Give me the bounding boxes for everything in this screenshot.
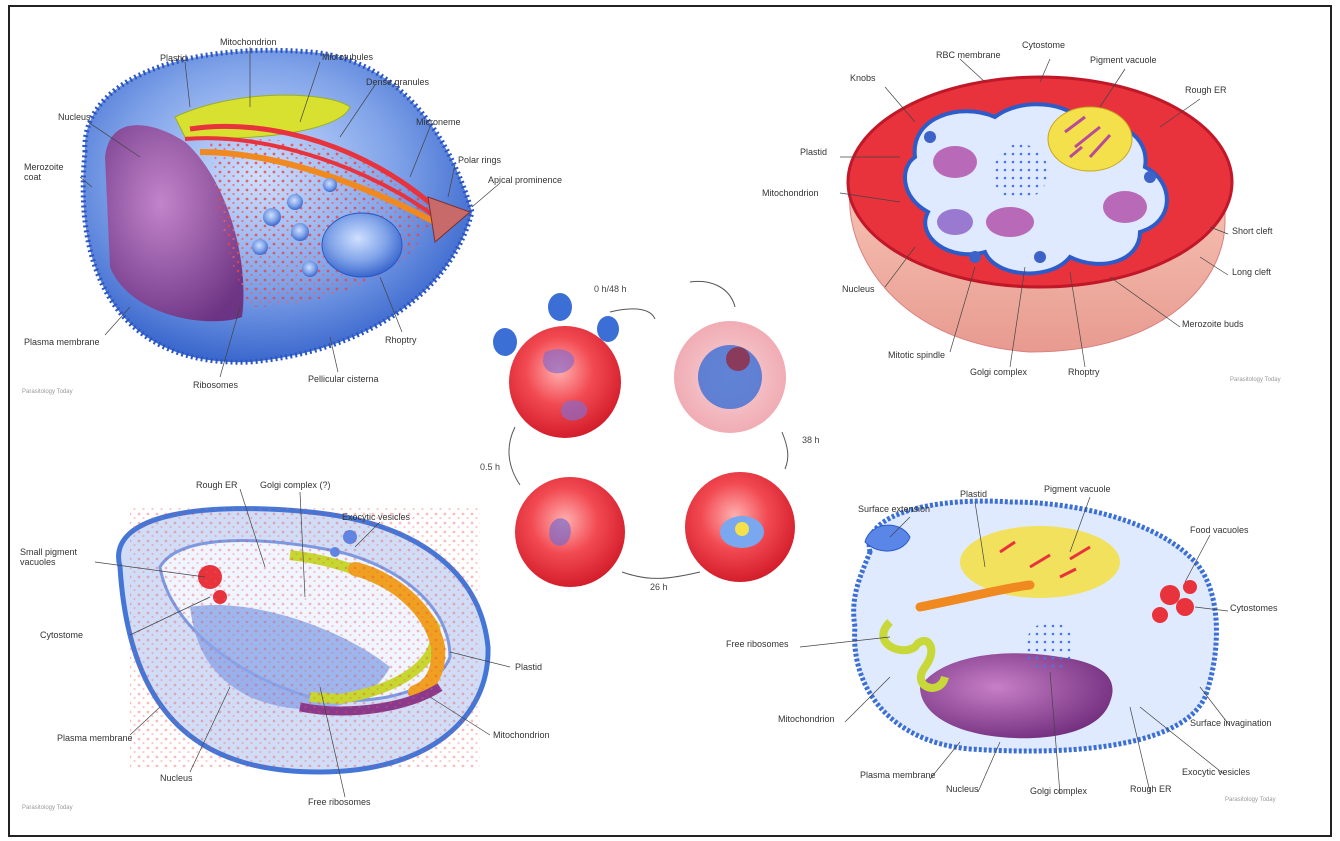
label-plastid: Plastid (515, 662, 542, 672)
cycle-time-0h-48h: 0 h/48 h (594, 284, 627, 294)
label-polar-rings: Polar rings (458, 155, 501, 165)
label-apical-prominence: Apical prominence (488, 175, 562, 185)
label-ribosomes: Ribosomes (193, 380, 238, 390)
label-golgi-complex: Golgi complex (970, 367, 1027, 377)
merozoite-illustration (83, 50, 472, 362)
label-long-cleft: Long cleft (1232, 267, 1271, 277)
credit-ring: Parasitology Today (22, 805, 73, 811)
cycle-rbc-invaded (509, 326, 621, 438)
label-surface-invagination: Surface invagination (1190, 718, 1272, 728)
label-dense-granules: Dense granules (366, 77, 429, 87)
cycle-time-0-5h: 0.5 h (480, 462, 500, 472)
cycle-merozoite (548, 293, 572, 321)
label-pigment-vacuole: Pigment vacuole (1090, 55, 1157, 65)
label-golgi-complex: Golgi complex (1030, 786, 1087, 796)
cycle-time-38h: 38 h (802, 435, 820, 445)
schizont-illustration (848, 77, 1232, 352)
label-plastid: Plastid (160, 53, 187, 63)
label-surface-extension: Surface extension (858, 504, 930, 514)
illustration-canvas (10, 7, 1330, 835)
label-nucleus: Nucleus (842, 284, 875, 294)
label-cytostomes: Cytostomes (1230, 603, 1278, 613)
label-nucleus: Nucleus (946, 784, 979, 794)
label-plasma-membrane: Plasma membrane (24, 337, 100, 347)
label-mitochondrion: Mitochondrion (778, 714, 835, 724)
label-food-vacuoles: Food vacuoles (1190, 525, 1249, 535)
label-rough-er: Rough ER (196, 480, 238, 490)
label-merozoite-coat: Merozoite coat (24, 162, 64, 182)
label-microneme: Microneme (416, 117, 461, 127)
label-exocytic-vesicles: Exocytic vesicles (342, 512, 410, 522)
label-plastid: Plastid (800, 147, 827, 157)
label-mitochondrion: Mitochondrion (762, 188, 819, 198)
credit-trophozoite: Parasitology Today (1225, 797, 1276, 803)
label-small-pigment-vacuoles: Small pigment vacuoles (20, 547, 77, 567)
label-mitotic-spindle: Mitotic spindle (888, 350, 945, 360)
ring-illustration (119, 507, 488, 772)
label-short-cleft: Short cleft (1232, 226, 1273, 236)
label-rhoptry: Rhoptry (385, 335, 417, 345)
schizont-pigment-vacuole (1048, 107, 1132, 171)
label-merozoite-buds: Merozoite buds (1182, 319, 1244, 329)
label-free-ribosomes: Free ribosomes (308, 797, 371, 807)
label-rbc-membrane: RBC membrane (936, 50, 1001, 60)
credit-schizont: Parasitology Today (1230, 377, 1281, 383)
label-plasma-membrane: Plasma membrane (860, 770, 936, 780)
label-nucleus: Nucleus (58, 112, 91, 122)
trophozoite-illustration (854, 501, 1217, 751)
label-exocytic-vesicles: Exocytic vesicles (1182, 767, 1250, 777)
label-rough-er: Rough ER (1185, 85, 1227, 95)
credit-merozoite: Parasitology Today (22, 389, 73, 395)
label-rough-er: Rough ER (1130, 784, 1172, 794)
cycle-merozoite (597, 316, 619, 342)
label-nucleus: Nucleus (160, 773, 193, 783)
label-cytostome: Cytostome (1022, 40, 1065, 50)
label-rhoptry: Rhoptry (1068, 367, 1100, 377)
label-microtubules: Microtubules (322, 52, 373, 62)
label-cytostome: Cytostome (40, 630, 83, 640)
label-golgi-complex: Golgi complex (?) (260, 480, 331, 490)
label-plasma-membrane: Plasma membrane (57, 733, 133, 743)
label-pellicular-cisterna: Pellicular cisterna (308, 374, 379, 384)
label-free-ribosomes: Free ribosomes (726, 639, 789, 649)
label-plastid: Plastid (960, 489, 987, 499)
figure-frame: Plastid Mitochondrion Microtubules Dense… (8, 5, 1332, 837)
merozoite-rhoptry (322, 213, 402, 277)
cycle-merozoite (493, 328, 517, 356)
label-pigment-vacuole: Pigment vacuole (1044, 484, 1111, 494)
life-cycle (493, 281, 795, 587)
cycle-time-26h: 26 h (650, 582, 668, 592)
label-knobs: Knobs (850, 73, 876, 83)
label-mitochondrion: Mitochondrion (493, 730, 550, 740)
label-mitochondrion: Mitochondrion (220, 37, 277, 47)
